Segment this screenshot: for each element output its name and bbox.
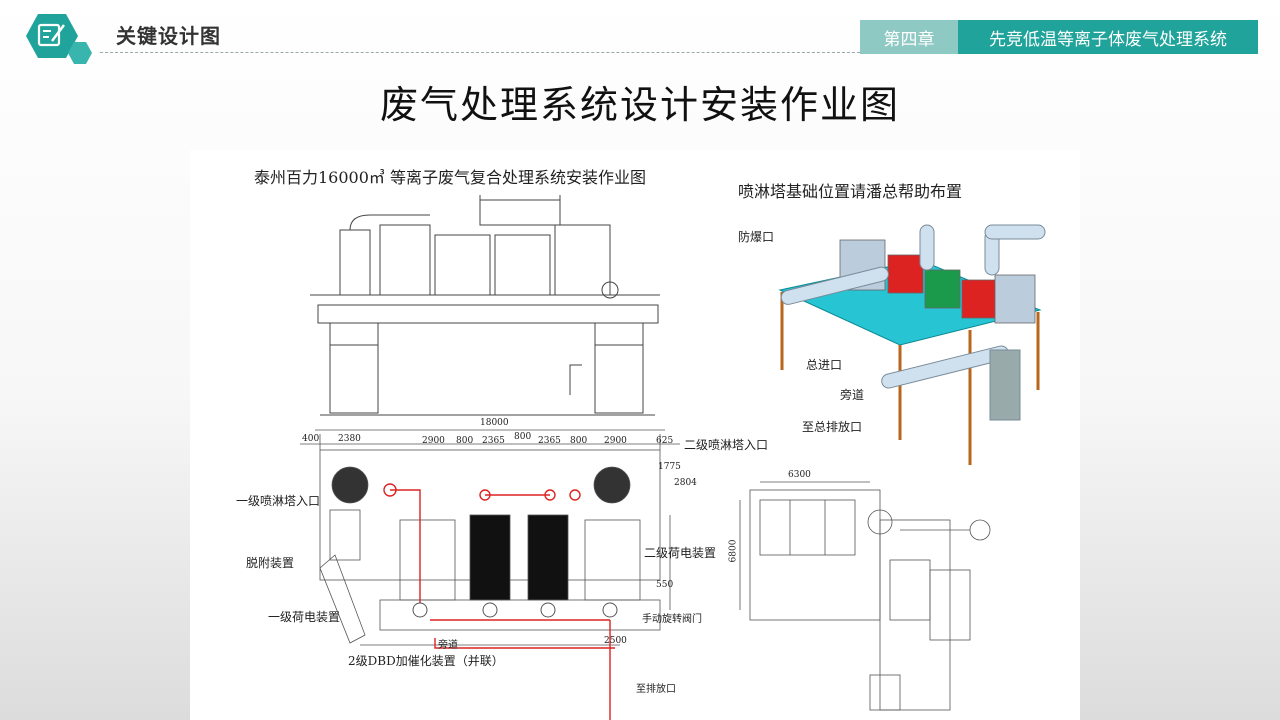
section-badge-icon	[26, 14, 92, 64]
dim-total: 18000	[480, 418, 509, 428]
label-secondary-spray-inlet: 二级喷淋塔入口	[684, 438, 769, 452]
dim-800b: 800	[514, 432, 532, 442]
label-desorption: 脱附装置	[246, 556, 295, 570]
installation-drawing: 泰州百力16000㎥ 等离子废气复合处理系统安装作业图 喷淋塔基础位置请潘总帮助…	[190, 150, 1080, 720]
label-secondary-charge: 二级荷电装置	[644, 546, 717, 560]
dim-6800: 6800	[728, 539, 739, 563]
dim-2500: 2500	[604, 636, 627, 646]
dim-400: 400	[302, 434, 320, 444]
dim-625: 625	[656, 436, 674, 446]
dim-2380: 2380	[338, 434, 361, 444]
spray-tower-plan	[739, 481, 991, 711]
label-dbd: 2级DBD加催化装置（并联）	[348, 654, 504, 668]
label-explosion-vent: 防爆口	[738, 230, 775, 244]
plan-view	[300, 429, 680, 720]
label-primary-charge: 一级荷电装置	[268, 610, 341, 624]
label-to-exhaust: 至排放口	[636, 684, 676, 695]
label-bypass-small: 旁道	[438, 640, 458, 651]
dim-2365a: 2365	[482, 436, 505, 446]
dim-6300: 6300	[788, 470, 811, 480]
dim-2365b: 2365	[538, 436, 561, 446]
chapter-label: 第四章	[860, 20, 958, 54]
header-divider	[100, 52, 860, 53]
dim-1775: 1775	[658, 462, 681, 472]
isometric-view	[778, 224, 1046, 465]
left-drawing-title: 泰州百力16000㎥ 等离子废气复合处理系统安装作业图	[254, 168, 646, 187]
dim-2804: 2804	[674, 478, 697, 488]
page-title: 废气处理系统设计安装作业图	[379, 83, 900, 127]
chapter-name: 先竞低温等离子体废气处理系统	[958, 20, 1258, 54]
elevation-view	[310, 195, 660, 416]
dim-800a: 800	[456, 436, 474, 446]
dim-2900a: 2900	[422, 436, 445, 446]
label-manual-valve: 手动旋转阀门	[642, 614, 702, 625]
label-main-inlet: 总进口	[806, 358, 843, 372]
dim-800c: 800	[570, 436, 588, 446]
section-title: 关键设计图	[116, 24, 221, 48]
label-bypass: 旁道	[840, 388, 865, 402]
label-primary-spray-inlet: 一级喷淋塔入口	[236, 494, 321, 508]
dim-2900b: 2900	[604, 436, 627, 446]
right-drawing-title: 喷淋塔基础位置请潘总帮助布置	[738, 182, 963, 201]
label-to-main-exhaust: 至总排放口	[802, 420, 863, 434]
dim-550: 550	[656, 580, 674, 590]
